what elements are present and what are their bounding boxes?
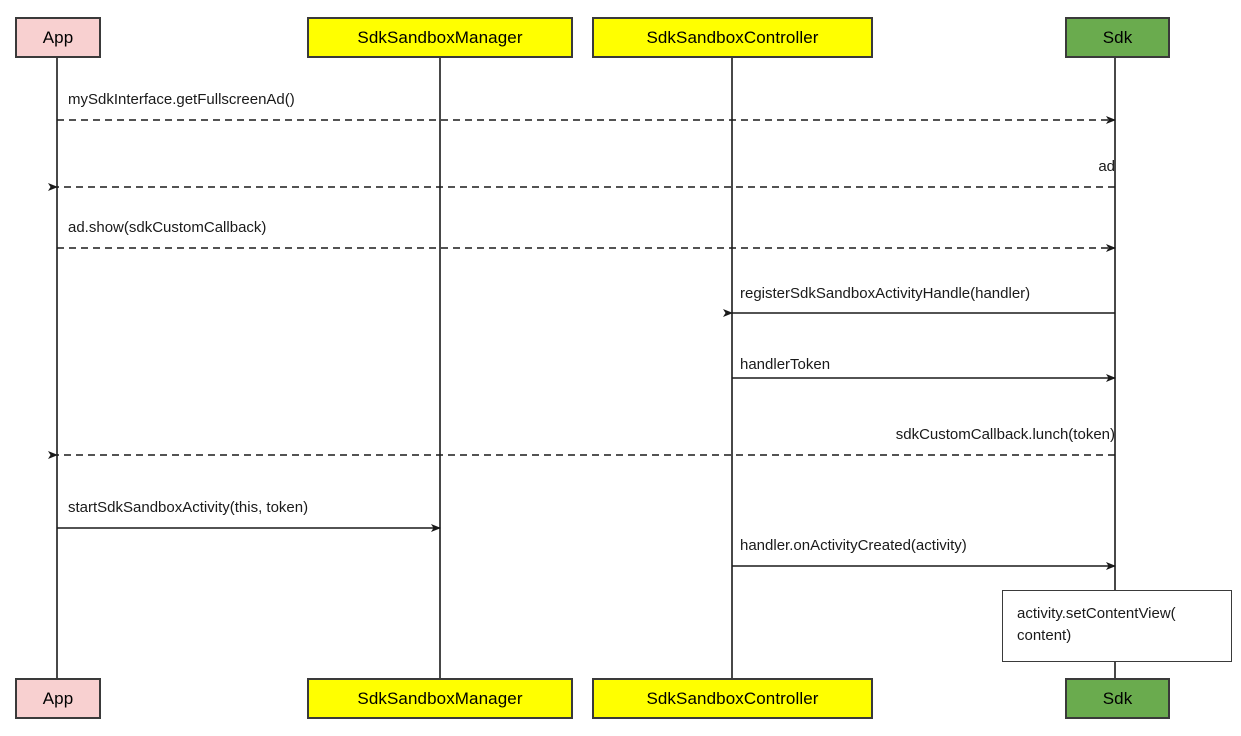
message-label-m7: startSdkSandboxActivity(this, token) bbox=[68, 499, 309, 516]
participant-footer-sdk[interactable]: Sdk bbox=[1065, 678, 1170, 719]
participant-label: Sdk bbox=[1102, 689, 1133, 708]
message-label-m5: handlerToken bbox=[740, 356, 831, 373]
participant-label: SdkSandboxManager bbox=[357, 689, 523, 708]
message-arrows-group bbox=[48, 116, 1116, 570]
participant-label: SdkSandboxController bbox=[646, 689, 819, 708]
message-label-m2: ad bbox=[1098, 158, 1115, 175]
participant-label: SdkSandboxController bbox=[646, 28, 819, 47]
note-line-1: activity.setContentView( bbox=[1017, 605, 1176, 622]
message-label-m6: sdkCustomCallback.lunch(token) bbox=[895, 426, 1115, 443]
participant-footer-controller[interactable]: SdkSandboxController bbox=[592, 678, 873, 719]
participant-header-app[interactable]: App bbox=[15, 17, 101, 58]
participant-header-controller[interactable]: SdkSandboxController bbox=[592, 17, 873, 58]
message-label-m1: mySdkInterface.getFullscreenAd() bbox=[68, 91, 295, 108]
message-label-m4: registerSdkSandboxActivityHandle(handler… bbox=[740, 285, 1031, 302]
participant-label: App bbox=[42, 689, 74, 708]
participant-header-sdk[interactable]: Sdk bbox=[1065, 17, 1170, 58]
note-n1: activity.setContentView( content) bbox=[1002, 590, 1232, 662]
participant-label: SdkSandboxManager bbox=[357, 28, 523, 47]
message-label-m3: ad.show(sdkCustomCallback) bbox=[68, 219, 267, 236]
lifelines-group bbox=[56, 58, 1116, 678]
participant-label: App bbox=[42, 28, 74, 47]
message-label-m8: handler.onActivityCreated(activity) bbox=[740, 537, 967, 554]
participant-footer-app[interactable]: App bbox=[15, 678, 101, 719]
note-line-2: content) bbox=[1017, 626, 1072, 644]
participant-footer-manager[interactable]: SdkSandboxManager bbox=[307, 678, 573, 719]
participant-label: Sdk bbox=[1102, 28, 1133, 47]
participant-header-manager[interactable]: SdkSandboxManager bbox=[307, 17, 573, 58]
